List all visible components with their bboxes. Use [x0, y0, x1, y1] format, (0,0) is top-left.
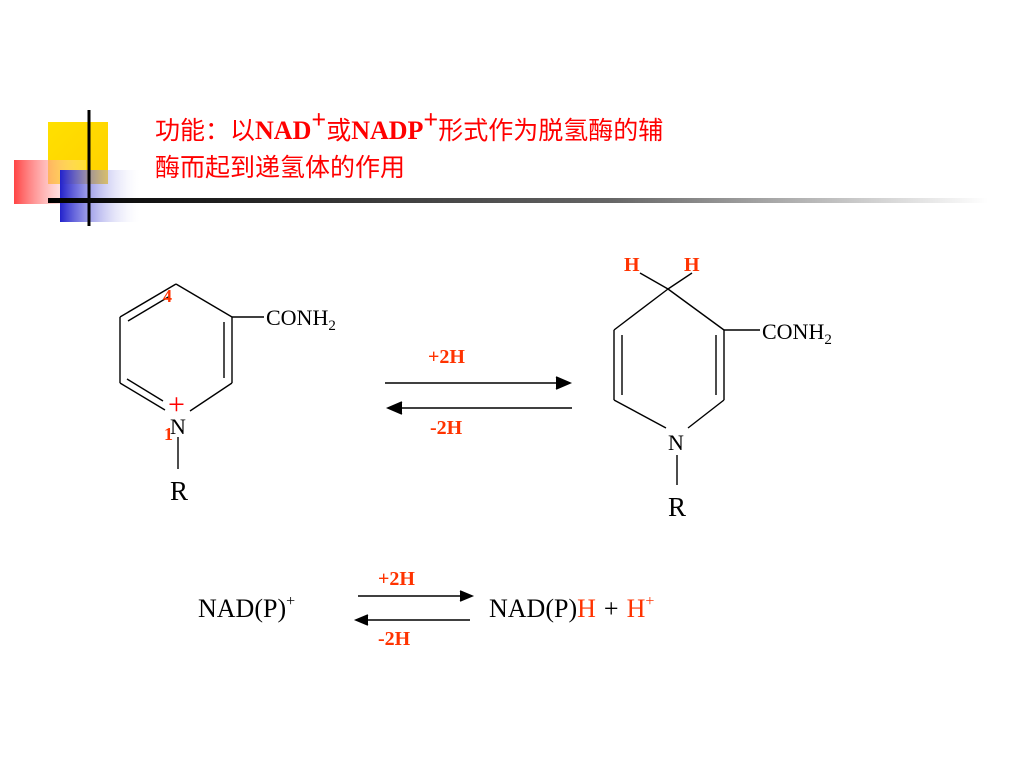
red-conh-text: CONH: [762, 319, 824, 344]
red-bond-c4-h1: [639, 272, 669, 290]
eq-proton: H: [627, 594, 646, 623]
deco-blue-square: [60, 170, 140, 222]
red-bond-c4-h2: [667, 272, 693, 290]
red-conh2-label: CONH2: [762, 319, 832, 348]
ox-plus-charge: +: [168, 388, 185, 421]
red-bond-c5-c4: [613, 288, 669, 331]
title-nadp: NADP: [351, 116, 424, 145]
eq-left-sup: +: [286, 593, 295, 610]
ox-conh-sub: 2: [328, 318, 336, 334]
red-h-atom-1: H: [624, 254, 640, 276]
bottom-backward-arrowhead: [353, 614, 369, 626]
ox-r-group: R: [170, 476, 188, 506]
ox-n-atom: N: [170, 414, 186, 439]
bottom-equilibrium-arrows: [353, 590, 475, 626]
eq-forward-label: +2H: [378, 568, 415, 590]
ox-bond-c5-c4: [119, 283, 177, 318]
ox-bond-c4-c3: [175, 283, 233, 318]
eq-right-base: NAD(P): [489, 594, 577, 623]
structure-labels: 4 CONH2 + N 1 R H H CONH2 N R +2H -2H NA…: [163, 254, 832, 650]
slide-title: 功能：以NAD+或NADP+形式作为脱氢酶的辅 酶而起到递氢体的作用: [155, 107, 875, 186]
title-underline: [48, 198, 988, 203]
title-nad-sup: +: [311, 105, 327, 134]
reduced-structure: [613, 272, 760, 485]
title-nad: NAD: [255, 116, 312, 145]
title-line-2: 酶而起到递氢体的作用: [155, 153, 406, 182]
title-line-1: 功能：以NAD+或NADP+形式作为脱氢酶的辅: [155, 107, 875, 149]
ox-bond-n-c6-double: [126, 378, 164, 402]
eq-proton-sup: +: [645, 593, 654, 610]
eq-backward-label: -2H: [378, 628, 411, 650]
top-backward-label: -2H: [430, 417, 463, 439]
ox-bond-c5-c4-double: [127, 295, 171, 322]
top-forward-arrowhead: [555, 376, 573, 390]
red-r-group: R: [668, 492, 686, 522]
oxidized-structure: [119, 283, 264, 469]
ox-position-1-label: 1: [164, 424, 173, 444]
eq-right-nadph: NAD(P)H+H+: [489, 593, 654, 623]
eq-left-text: NAD(P): [198, 594, 286, 623]
top-backward-arrowhead: [385, 401, 403, 415]
red-bond-c4-c3: [667, 288, 725, 331]
title-or: 或: [326, 116, 352, 145]
top-forward-label: +2H: [428, 346, 465, 368]
title-nadp-sup: +: [423, 105, 439, 134]
red-n-atom: N: [668, 430, 684, 455]
red-h-atom-2: H: [684, 254, 700, 276]
eq-plus: +: [604, 594, 619, 623]
eq-right-h: H: [577, 594, 596, 623]
title-line1-rest: 形式作为脱氢酶的辅: [438, 116, 664, 145]
bottom-forward-arrowhead: [459, 590, 475, 602]
ox-conh2-label: CONH2: [266, 305, 336, 334]
title-prefix: 功能：以: [155, 116, 256, 145]
ox-bond-n-c6: [119, 382, 166, 411]
top-equilibrium-arrows: [385, 376, 573, 415]
red-bond-c2-n: [687, 399, 725, 429]
red-conh-sub: 2: [824, 332, 832, 348]
red-bond-n-c6: [613, 399, 667, 429]
ox-bond-c2-n: [189, 382, 233, 412]
ox-conh-text: CONH: [266, 305, 328, 330]
ox-position-4-label: 4: [163, 286, 172, 306]
eq-left-nadp: NAD(P)+: [198, 593, 295, 623]
